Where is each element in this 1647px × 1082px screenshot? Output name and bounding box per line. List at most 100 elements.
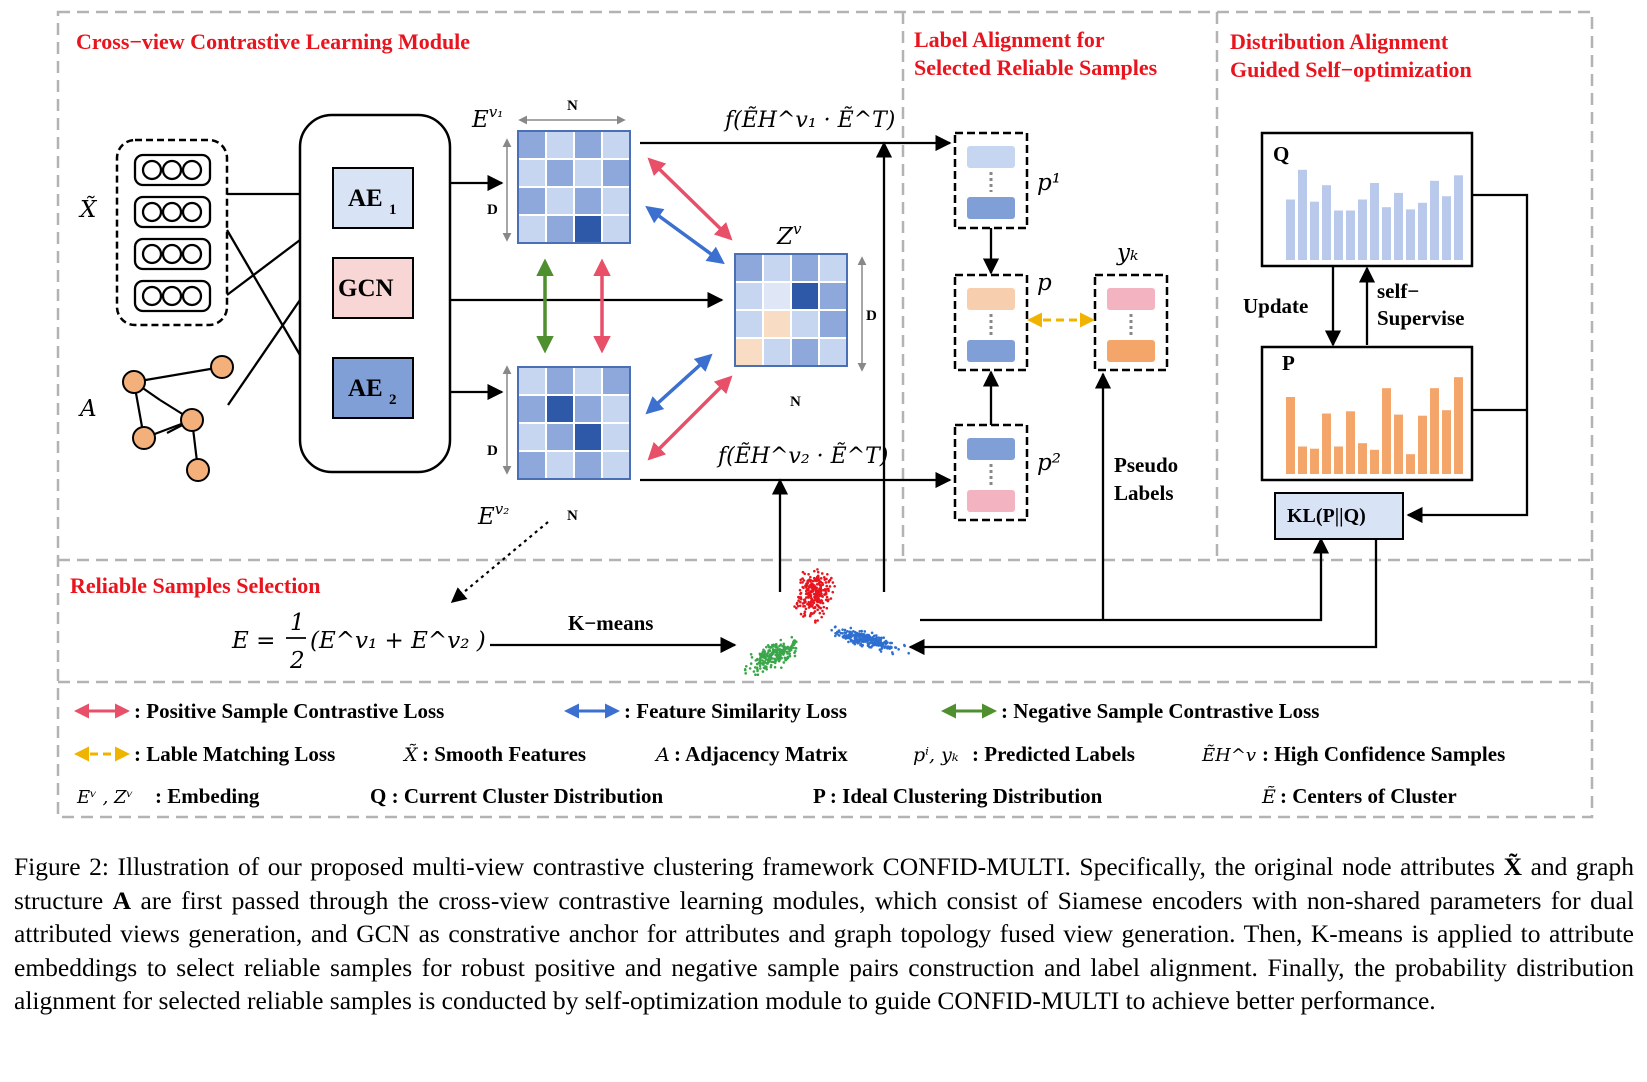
ae1-block: AE 1 [332,167,414,229]
scatter-point [825,595,829,599]
matrix-cell [601,158,631,188]
scatter-point [871,637,874,640]
scatter-point [881,643,885,647]
scatter-point [858,629,862,633]
scatter-point [811,587,815,590]
scatter-point [793,642,796,645]
scatter-point [841,628,844,631]
matrix-cell [790,309,820,339]
f-top-formula: f(ẼH^v₁ · Ẽ^T) [723,105,895,133]
matrix-cell [734,309,764,339]
scatter-point [833,584,836,588]
self-supervise-line1: self− [1377,279,1419,303]
scatter-point [758,667,762,670]
bar [1358,199,1367,260]
scatter-point [870,641,874,644]
scatter-point [834,634,837,638]
scatter-point [804,596,808,599]
legend-label-matching: : Lable Matching Loss [134,742,335,766]
scatter-point [752,670,756,673]
scatter-point [770,643,774,647]
bar [1298,446,1307,474]
scatter-point [815,603,819,607]
bar [1322,185,1331,260]
scatter-point [802,586,805,590]
legend-positive: : Positive Sample Contrastive Loss [134,699,444,723]
scatter-point [807,587,810,591]
bar [1334,446,1343,474]
scatter-point [761,650,765,654]
scatter-point [775,650,779,653]
bar [1298,169,1307,260]
prediction-arrows [640,134,952,592]
matrix-cell [573,186,603,216]
p-label: p [1037,270,1052,296]
scatter-point [820,615,823,619]
figure-caption: Figure 2: Illustration of our proposed m… [14,852,1635,1015]
scatter-point [788,652,791,656]
scatter-point [863,640,867,643]
scatter-point [766,643,770,647]
scatter-point [825,584,829,588]
scatter-point [849,639,853,643]
scatter-point [903,644,906,648]
scatter-point [804,589,808,593]
scatter-point [797,599,800,602]
scatter-point [795,602,799,606]
bar [1286,397,1295,474]
scatter-point [799,600,802,604]
scatter-point [810,597,814,601]
scatter-point [788,654,792,658]
matrix-cell [517,186,547,216]
matrix-cell [573,422,603,452]
scatter-point [744,664,748,668]
input-connections [226,192,301,406]
scatter-point [809,583,812,587]
scatter-point [783,649,787,653]
scatter-point [756,658,759,662]
scatter-point [815,596,819,599]
scatter-point [793,605,796,608]
scatter-point [769,665,773,669]
scatter-point [799,612,803,616]
bar [1334,210,1343,260]
legend-eh-symbol: ẼH^v [1201,744,1256,766]
legend: : Positive Sample Contrastive Loss : Fea… [74,699,1505,808]
x-tilde-label: X̃ [78,197,98,223]
scatter-point [821,595,824,598]
feature-loss-arrow-top [645,205,725,265]
scatter-point [816,570,820,574]
svg-text:GCN: GCN [338,275,394,302]
scatter-point [824,592,828,596]
scatter-point [868,641,872,645]
scatter-point [874,640,878,644]
scatter-point [814,591,818,595]
scatter-point [857,635,860,638]
scatter-point [790,635,794,639]
scatter-point [763,650,767,653]
scatter-point [843,628,847,632]
matrix-cell [601,130,631,160]
scatter-point [767,654,771,658]
scatter-point [865,640,869,643]
scatter-point [841,635,845,639]
bar [1346,411,1355,474]
scatter-point [803,572,806,576]
scatter-point [816,608,819,612]
matrix-cell [762,253,792,283]
matrix-cell [573,394,603,424]
graph-icon [122,355,234,482]
scatter-point [765,667,769,671]
scatter-point [884,645,887,648]
scatter-point [796,604,800,608]
kl-divergence-box [1274,492,1404,540]
bar [1346,210,1355,260]
scatter-point [869,645,873,649]
scatter-point [801,581,804,584]
scatter-point [859,643,863,647]
scatter-point [816,574,820,578]
scatter-point [822,612,825,615]
matrix-cell [573,450,603,480]
scatter-point [786,656,790,660]
scatter-point [843,631,847,634]
